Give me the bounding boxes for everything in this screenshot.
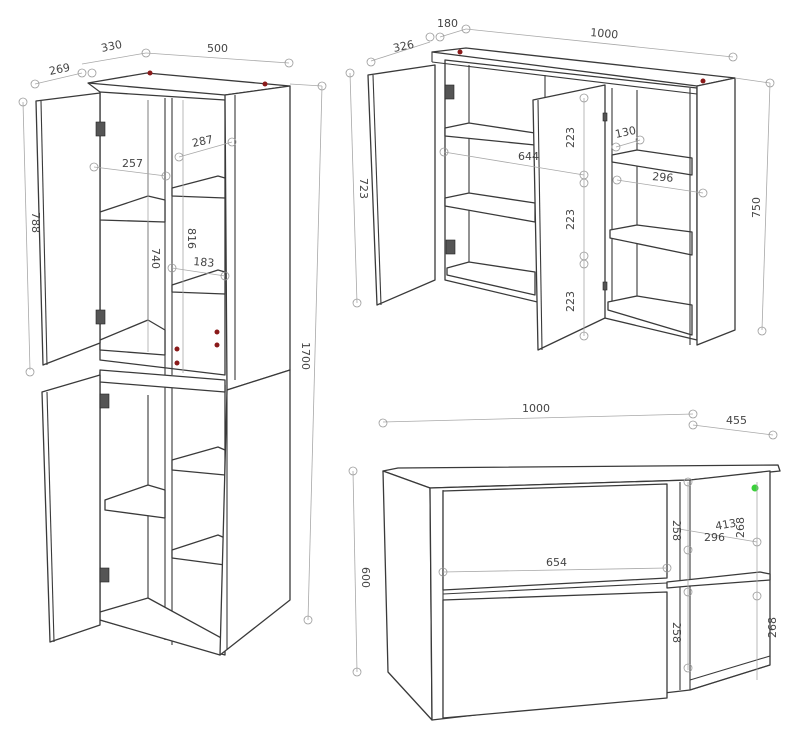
dim-223-1: 223 bbox=[564, 127, 577, 148]
dim-296-base: 296 bbox=[704, 531, 725, 544]
wall-cabinet: 180 326 1000 223 223 223 130 644 296 723… bbox=[345, 17, 775, 351]
lower-drawer[interactable] bbox=[442, 591, 668, 719]
dim-644: 644 bbox=[518, 150, 539, 163]
green-marker bbox=[751, 484, 759, 492]
base-dimensions bbox=[348, 409, 778, 680]
hinge-icon bbox=[95, 309, 106, 325]
upper-drawer[interactable] bbox=[442, 483, 668, 591]
dim-130: 130 bbox=[614, 124, 637, 141]
tall-upper-door[interactable] bbox=[35, 92, 101, 366]
dim-413: 413 bbox=[714, 517, 737, 533]
hinge-icon bbox=[99, 393, 110, 409]
dim-816: 816 bbox=[185, 228, 198, 249]
dim-180: 180 bbox=[437, 17, 458, 30]
dim-1700: 1700 bbox=[299, 342, 312, 370]
hinge-icon bbox=[602, 281, 608, 291]
dim-296-wall: 296 bbox=[652, 170, 674, 185]
wall-side-panel bbox=[696, 77, 736, 346]
tall-dimensions bbox=[18, 48, 327, 625]
dim-740: 740 bbox=[149, 248, 162, 269]
dim-750: 750 bbox=[750, 197, 763, 218]
wall-middle-door[interactable] bbox=[532, 84, 606, 351]
dim-723: 723 bbox=[357, 178, 370, 199]
dim-330: 330 bbox=[100, 38, 123, 55]
dim-257: 257 bbox=[122, 157, 143, 170]
wall-left-door[interactable] bbox=[367, 64, 436, 306]
dim-326: 326 bbox=[392, 38, 415, 55]
hinge-icon bbox=[445, 239, 456, 255]
hinge-icon bbox=[444, 84, 455, 100]
base-cabinet: 1000 455 258 413 268 296 654 600 258 268 bbox=[348, 402, 781, 721]
dim-268-1: 268 bbox=[734, 517, 747, 538]
dim-287: 287 bbox=[191, 133, 214, 150]
tall-cabinet: 269 330 500 287 257 788 740 816 183 1700 bbox=[18, 38, 327, 656]
dim-654: 654 bbox=[546, 556, 567, 569]
dim-788: 788 bbox=[29, 212, 42, 233]
dim-1000-wall: 1000 bbox=[590, 26, 619, 41]
dim-223-2: 223 bbox=[564, 209, 577, 230]
dim-258-2: 258 bbox=[670, 622, 683, 643]
tall-lower-door[interactable] bbox=[41, 374, 101, 643]
hinge-icon bbox=[95, 121, 106, 137]
dim-455: 455 bbox=[726, 414, 747, 427]
dim-268-2: 268 bbox=[766, 617, 779, 638]
dim-500: 500 bbox=[207, 42, 228, 55]
hinge-icon bbox=[602, 112, 608, 122]
dim-1000-base: 1000 bbox=[522, 402, 550, 415]
dim-258-1: 258 bbox=[670, 520, 683, 541]
hinge-icon bbox=[99, 567, 110, 583]
dim-269: 269 bbox=[48, 61, 71, 78]
dim-223-3: 223 bbox=[564, 291, 577, 312]
dim-183: 183 bbox=[193, 255, 215, 270]
dim-600: 600 bbox=[359, 567, 372, 588]
wall-dimensions bbox=[345, 24, 775, 341]
base-body bbox=[382, 470, 433, 721]
